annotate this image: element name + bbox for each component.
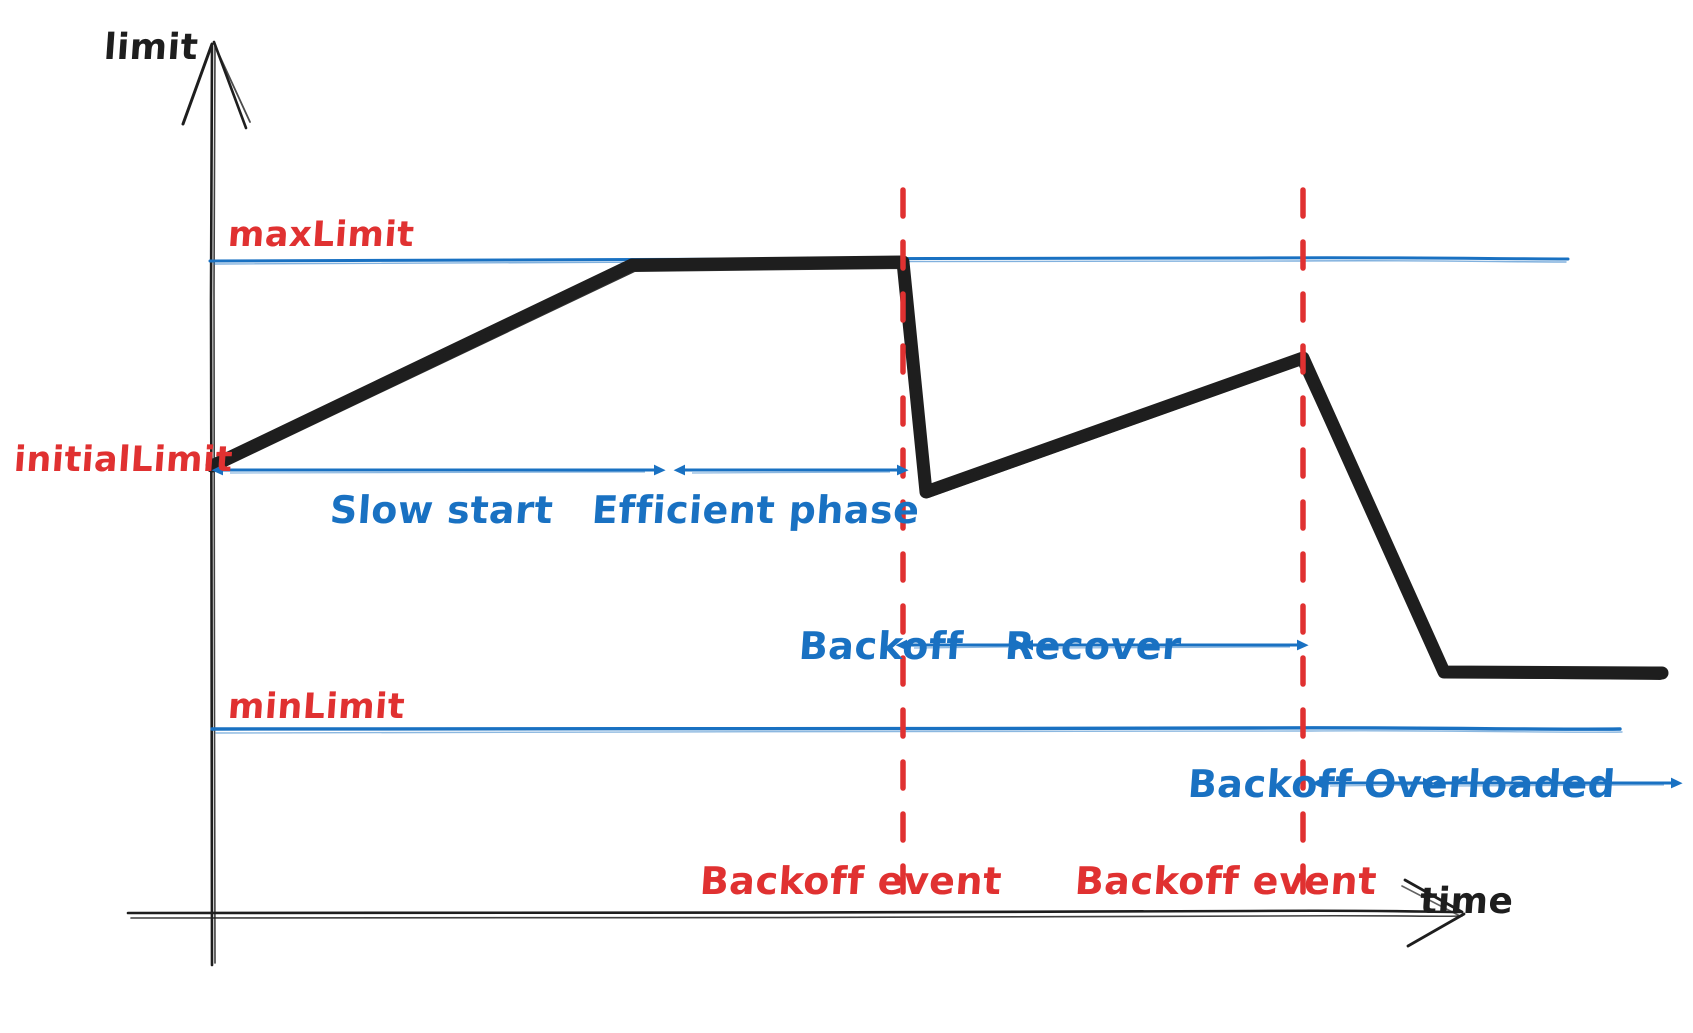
- overloaded-arrow: [1431, 777, 1683, 789]
- backoff-2-label: Backoff: [1186, 762, 1354, 806]
- max-limit-label: maxLimit: [226, 215, 416, 255]
- slow-start-arrow: [211, 464, 666, 476]
- backoff-event-label-1: Backoff event: [698, 859, 1004, 903]
- min-limit-label: minLimit: [226, 687, 407, 727]
- limit-curve: [205, 255, 1669, 680]
- backoff-1-label: Backoff: [797, 624, 965, 668]
- backoff-1-arrow: [895, 639, 1027, 651]
- recover-arrow: [1021, 639, 1309, 651]
- slow-start-label: Slow start: [328, 488, 555, 532]
- efficient-phase-arrow: [673, 464, 909, 476]
- min-limit-line: [210, 726, 1623, 734]
- y-axis: [181, 40, 251, 967]
- x-axis-label: time: [1418, 881, 1515, 922]
- backoff-event-label-2: Backoff event: [1073, 859, 1379, 903]
- backoff-2-arrow: [1311, 777, 1435, 789]
- efficient-phase-label: Efficient phase: [590, 488, 922, 532]
- max-limit-line: [208, 256, 1570, 265]
- initial-limit-label: initialLimit: [12, 440, 235, 480]
- recover-label: Recover: [1003, 624, 1183, 668]
- overloaded-label: Overloaded: [1362, 762, 1618, 806]
- y-axis-label: limit: [102, 27, 200, 68]
